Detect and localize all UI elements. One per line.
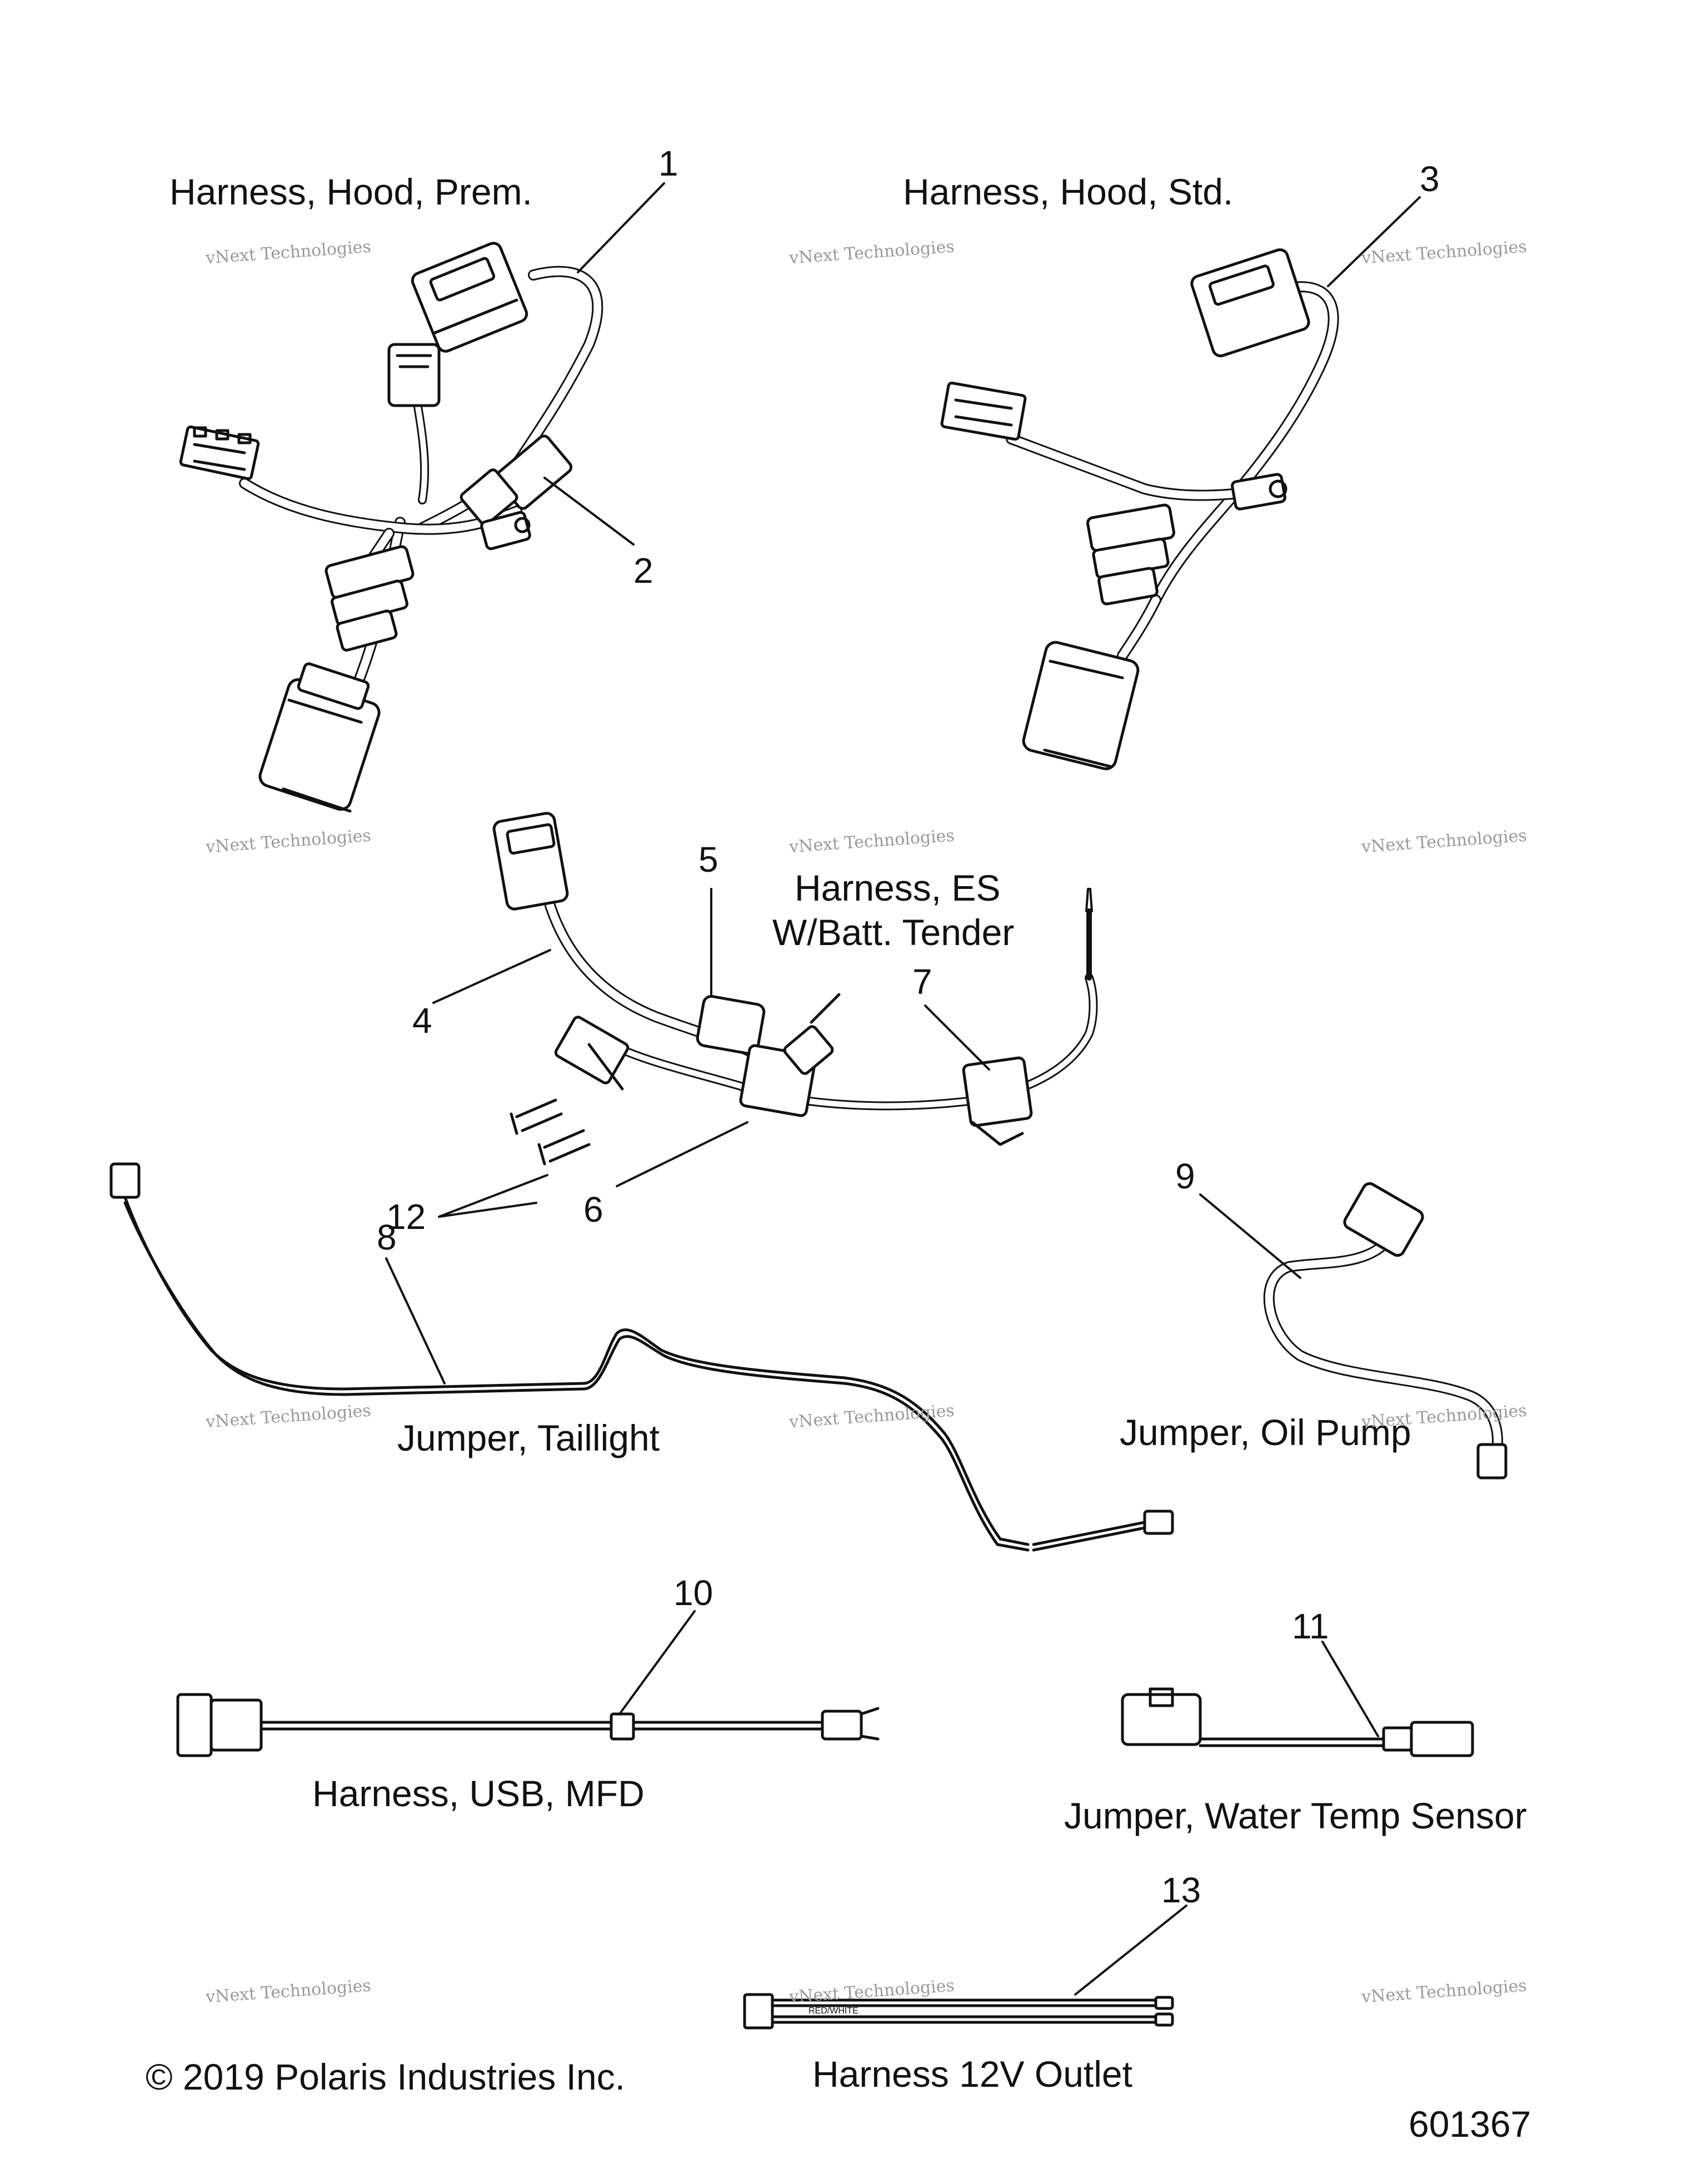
callout-13: 13 xyxy=(1161,1870,1201,1910)
harness-es-drawing xyxy=(492,812,1098,1166)
label-harness-12v: Harness 12V Outlet xyxy=(812,2053,1132,2095)
callout-8: 8 xyxy=(377,1217,397,1257)
callout-7: 7 xyxy=(912,962,932,1002)
harness-usb-drawing xyxy=(176,1693,880,1757)
jumper-taillight-drawing xyxy=(109,1162,1174,1552)
label-jumper-oil-pump: Jumper, Oil Pump xyxy=(1120,1412,1411,1453)
callout-11: 11 xyxy=(1292,1606,1329,1646)
callout-4: 4 xyxy=(412,1001,432,1041)
wire-tag-label: RED/WHITE xyxy=(808,2006,859,2016)
callout-3: 3 xyxy=(1420,159,1440,199)
callout-6: 6 xyxy=(583,1190,603,1230)
callout-1: 1 xyxy=(658,143,678,183)
harness-12v-drawing xyxy=(743,1993,1174,2030)
label-harness-es: Harness, ES xyxy=(795,867,1001,908)
jumper-water-temp-drawing xyxy=(1121,1687,1474,1757)
callout-9: 9 xyxy=(1175,1156,1195,1196)
diagram-number: 601367 xyxy=(1409,2103,1531,2145)
label-harness-usb: Harness, USB, MFD xyxy=(312,1773,645,1814)
label-harness-es-line2: W/Batt. Tender xyxy=(772,912,1015,953)
callout-2: 2 xyxy=(633,551,653,591)
leader-lines xyxy=(385,182,1421,1996)
label-jumper-taillight: Jumper, Taillight xyxy=(397,1417,660,1458)
label-jumper-water-temp: Jumper, Water Temp Sensor xyxy=(1064,1795,1527,1836)
copyright-text: © 2019 Polaris Industries Inc. xyxy=(146,2056,626,2097)
callout-5: 5 xyxy=(698,839,718,879)
jumper-oil-pump-drawing xyxy=(1263,1182,1508,1480)
callout-10: 10 xyxy=(673,1573,713,1613)
harness-hood-std-drawing xyxy=(940,248,1339,771)
harness-hood-prem-drawing xyxy=(179,242,603,813)
label-harness-hood-std: Harness, Hood, Std. xyxy=(903,171,1234,212)
callout-12: 12 xyxy=(386,1197,426,1237)
label-harness-hood-prem: Harness, Hood, Prem. xyxy=(169,171,532,212)
